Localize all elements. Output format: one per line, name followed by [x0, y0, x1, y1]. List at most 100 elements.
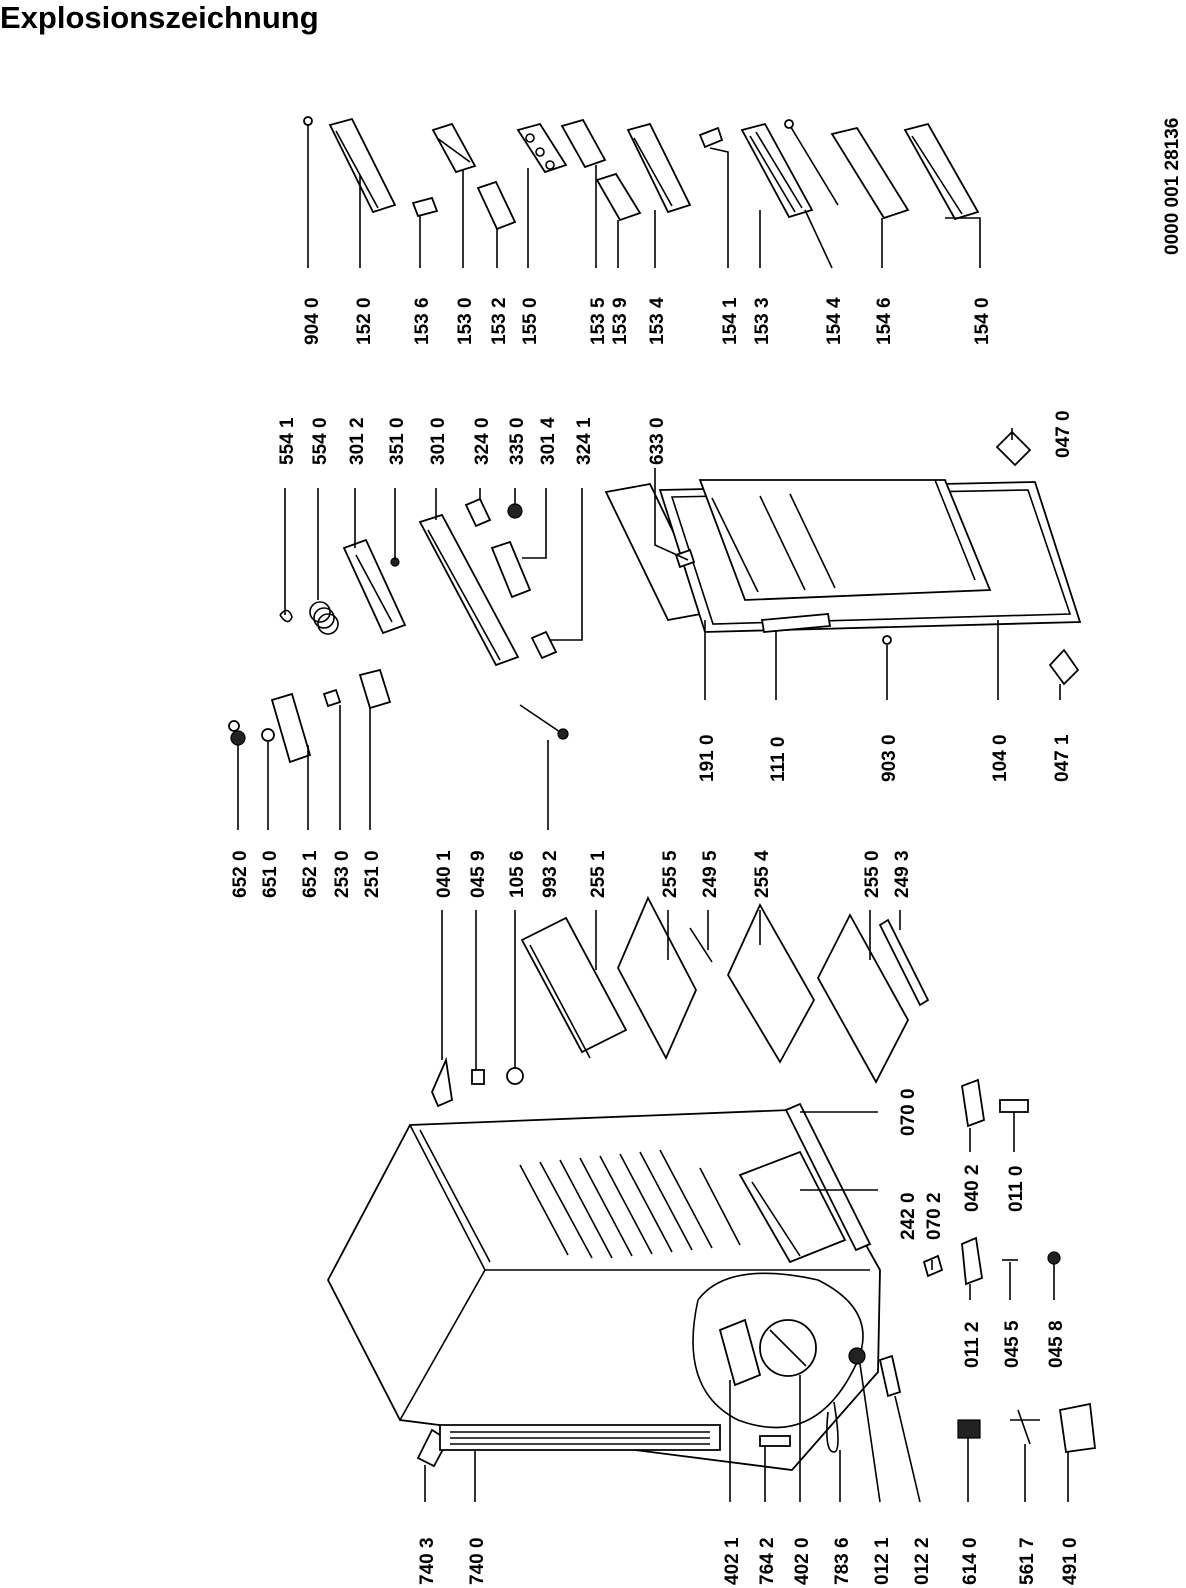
- part-2554-glass-shelf: [726, 903, 816, 1064]
- label-1520: 152 0: [354, 297, 375, 345]
- label-7403: 740 3: [417, 1537, 438, 1585]
- label-1541: 154 1: [720, 297, 741, 345]
- part-2495-trim: [689, 927, 713, 963]
- part-7400-condenser: [439, 1424, 721, 1451]
- part-labels: 904 0 152 0 153 6 153 0 153 2 155 0 153 …: [230, 118, 1183, 1585]
- part-0702-foot: [922, 1254, 944, 1278]
- part-1056-plug: [506, 1067, 524, 1085]
- label-0112: 011 2: [962, 1322, 983, 1369]
- part-0459-bushing: [471, 1069, 485, 1085]
- part-3010-control-panel: [418, 513, 520, 667]
- label-5617: 561 7: [1017, 1537, 1038, 1585]
- label-7400: 740 0: [467, 1537, 488, 1585]
- part-5541-clip: [279, 609, 293, 623]
- label-2550: 255 0: [862, 850, 883, 898]
- part-0110-screw: [999, 1099, 1029, 1113]
- label-3241: 324 1: [574, 417, 595, 465]
- label-7642: 764 2: [757, 1537, 778, 1585]
- part-3240-light-cover: [464, 497, 492, 528]
- label-0401: 040 1: [434, 850, 455, 898]
- label-2554: 255 4: [752, 850, 773, 898]
- part-1530-butter-box: [431, 122, 477, 174]
- label-2555: 255 5: [660, 850, 681, 898]
- label-1534: 153 4: [647, 297, 668, 345]
- label-0121: 012 1: [872, 1537, 893, 1585]
- label-6521: 652 1: [300, 850, 321, 898]
- part-0458-foot: [1047, 1251, 1061, 1265]
- leader-lines: [237, 125, 1069, 1503]
- part-1550-egg-tray: [516, 122, 568, 174]
- part-4020-compressor: [759, 1319, 817, 1377]
- part-3241-light-cover: [530, 630, 558, 660]
- part-1532-butter-lid: [476, 180, 517, 231]
- part-0471-hinge: [1048, 648, 1080, 686]
- label-6140: 614 0: [960, 1537, 981, 1585]
- label-3012: 301 2: [347, 417, 368, 465]
- label-1550: 155 0: [520, 297, 541, 345]
- label-3510: 351 0: [387, 417, 408, 465]
- label-0402: 040 2: [962, 1164, 983, 1212]
- part-0401-hinge: [431, 1056, 453, 1108]
- label-0458: 045 8: [1046, 1320, 1067, 1368]
- part-0112-hinge: [961, 1236, 983, 1286]
- label-9030: 903 0: [879, 734, 900, 782]
- label-5541: 554 1: [277, 417, 298, 465]
- part-2510-switch-housing: [358, 668, 392, 710]
- label-drawing-number: 0000 001 28136: [1162, 118, 1183, 255]
- label-4910: 491 0: [1060, 1537, 1081, 1585]
- label-1536: 153 6: [412, 297, 433, 345]
- part-4021-relay: [718, 1318, 762, 1387]
- label-1040: 104 0: [990, 734, 1011, 782]
- label-1544: 154 4: [824, 297, 845, 345]
- label-1533: 153 3: [752, 297, 773, 345]
- label-4020: 402 0: [792, 1537, 813, 1585]
- label-1539: 153 9: [610, 297, 631, 345]
- part-7836-capillary: [826, 1401, 839, 1453]
- part-6520-lamp-socket: [228, 720, 246, 746]
- part-7642-drier: [759, 1435, 791, 1447]
- label-6330: 633 0: [647, 417, 668, 465]
- label-2495: 249 5: [700, 850, 721, 898]
- part-3350-lamp: [507, 503, 523, 519]
- part-1546-retainer: [830, 126, 910, 220]
- label-1532: 153 2: [489, 297, 510, 345]
- label-0702: 070 2: [924, 1192, 945, 1240]
- label-2420: 242 0: [898, 1192, 919, 1240]
- label-2493: 249 3: [892, 850, 913, 898]
- part-0122-sleeve: [878, 1354, 902, 1398]
- part-1534-door-shelf: [626, 122, 692, 214]
- part-6521-thermostat: [270, 692, 312, 764]
- label-5540: 554 0: [310, 417, 331, 465]
- label-1910: 191 0: [697, 734, 718, 782]
- label-1110: 111 0: [768, 737, 789, 782]
- part-9932-sensor: [519, 704, 569, 740]
- part-1541-clip: [698, 126, 724, 149]
- label-0455: 045 5: [1002, 1320, 1023, 1368]
- part-1536-bracket: [411, 196, 439, 218]
- part-2555-glass-shelf: [617, 895, 697, 1061]
- part-0121-grommet: [848, 1347, 866, 1365]
- label-0110: 011 0: [1006, 1166, 1027, 1213]
- part-2420-crisper: [738, 1150, 847, 1264]
- part-2551-shelf-assembly: [520, 916, 628, 1059]
- part-2530-switch: [322, 688, 342, 708]
- part-1540-bottle-shelf: [903, 122, 980, 221]
- label-1056: 105 6: [507, 850, 528, 898]
- label-1546: 154 6: [874, 297, 895, 345]
- label-3350: 335 0: [507, 417, 528, 465]
- label-2530: 253 0: [332, 850, 353, 898]
- label-7836: 783 6: [832, 1537, 853, 1585]
- part-1535-door-box: [560, 118, 607, 169]
- part-1544-bar: [784, 119, 839, 206]
- label-1530: 153 0: [455, 297, 476, 345]
- label-6520: 652 0: [230, 850, 251, 898]
- label-0470: 047 0: [1053, 410, 1074, 458]
- label-4021: 402 1: [722, 1537, 743, 1585]
- label-2510: 251 0: [362, 850, 383, 898]
- label-1540: 154 0: [972, 297, 993, 345]
- part-1539-door-box-small: [595, 172, 642, 222]
- part-4910-cover: [1058, 1402, 1096, 1454]
- label-0471: 047 1: [1052, 734, 1073, 782]
- part-3014-panel-insert: [490, 540, 532, 599]
